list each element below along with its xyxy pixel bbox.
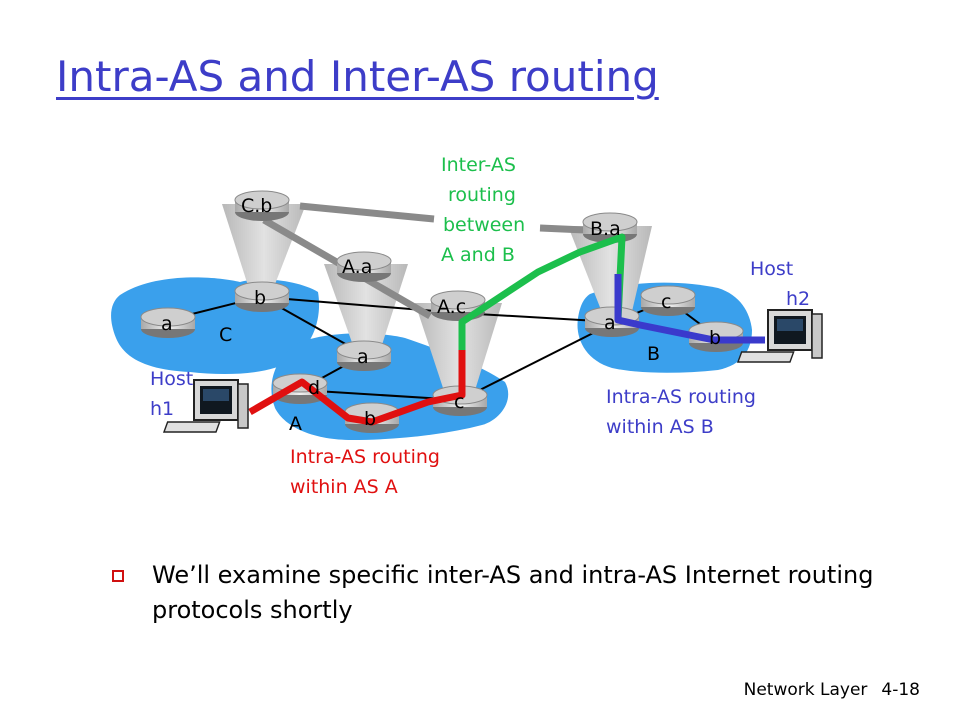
bullet-marker (112, 570, 124, 582)
router-label-a-a: a (357, 346, 369, 368)
footer-page-number: 4-18 (881, 680, 920, 700)
router-label-a-c: c (454, 391, 464, 413)
as-label-a: A (289, 413, 302, 435)
as-label-c: C (219, 324, 232, 346)
inter-as-note-line: between (443, 214, 525, 236)
router-label-c-b: b (254, 287, 266, 309)
router-label-ba: B.a (590, 218, 621, 240)
link-acc-ba (459, 321, 616, 401)
intra-as-b-note-line: Intra-AS routing (606, 386, 756, 408)
intra-as-b-note: Intra-AS routing within AS B (606, 386, 762, 438)
bullet-text: We’ll examine specific inter-AS and intr… (152, 561, 874, 624)
router-label-b-b: b (709, 327, 721, 349)
router-label-b-c: c (661, 291, 671, 313)
host-h2-label-line: Host (750, 258, 793, 280)
slide-footer: Network Layer 4-18 (730, 680, 920, 700)
router-label-a-d: d (308, 377, 320, 399)
host-h1-label-line: Host (150, 368, 193, 390)
inter-as-note-line: A and B (441, 244, 515, 266)
footer-section: Network Layer (743, 680, 868, 700)
funnel-cb (222, 204, 306, 292)
intra-as-b-path (614, 274, 765, 344)
inter-as-note-line: routing (448, 184, 516, 206)
host-h1-label: Host h1 (150, 368, 199, 420)
inter-as-note-line: Inter-AS (441, 154, 516, 176)
intra-as-a-path (248, 350, 466, 426)
intra-as-a-note-line: within AS A (290, 476, 398, 498)
funnel-aa (324, 264, 408, 351)
router-label-c-a: a (161, 313, 173, 335)
host-h2-label-line: h2 (786, 288, 810, 310)
router-label-aa: A.a (342, 256, 372, 278)
router-label-cb: C.b (241, 195, 272, 217)
slide-title: Intra-AS and Inter-AS routing (56, 52, 659, 101)
router-label-ac: A.c (437, 296, 466, 318)
inter-as-note: Inter-AS routing between A and B (441, 154, 531, 266)
intra-as-b-note-line: within AS B (606, 416, 714, 438)
intra-as-a-note-line: Intra-AS routing (290, 446, 440, 468)
inter-link-cb-ba (299, 202, 435, 223)
as-label-b: B (647, 343, 660, 365)
host-h1-label-line: h1 (150, 398, 174, 420)
router-label-b-a: a (604, 312, 616, 334)
inter-link-cb-ba-end (539, 224, 586, 234)
router-label-a-b: b (364, 408, 376, 430)
host-h2-label: Host h2 (750, 258, 810, 310)
intra-as-a-note: Intra-AS routing within AS A (290, 446, 446, 498)
inter-as-path (458, 233, 626, 350)
